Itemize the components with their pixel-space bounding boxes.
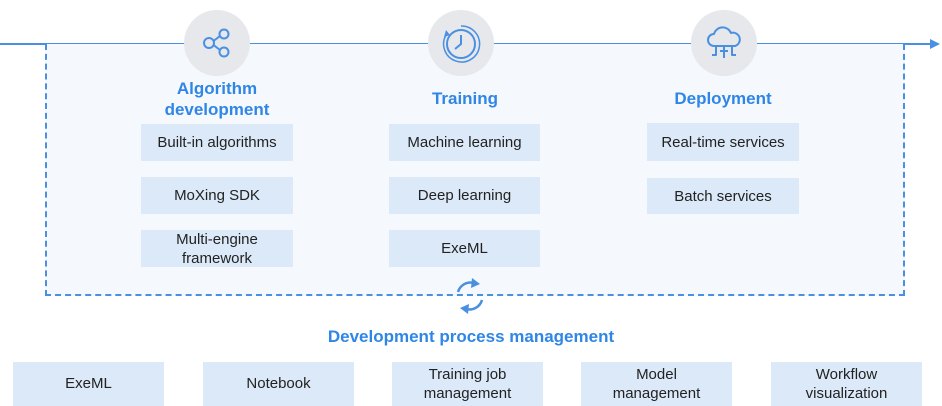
mgmt-item-model-management: Model management <box>581 362 732 406</box>
cloud-icon <box>691 10 757 76</box>
item-moxing-sdk: MoXing SDK <box>141 177 293 214</box>
column-title-deployment: Deployment <box>674 89 772 108</box>
management-title: Development process management <box>327 327 615 346</box>
clock-icon <box>428 10 494 76</box>
mgmt-item-notebook: Notebook <box>203 362 354 406</box>
item-deep-learning: Deep learning <box>389 177 540 214</box>
mgmt-item-exeml: ExeML <box>13 362 164 406</box>
item-exeml-training: ExeML <box>389 230 540 267</box>
item-built-in-algorithms: Built-in algorithms <box>141 124 293 161</box>
item-batch-services: Batch services <box>647 178 799 214</box>
mgmt-item-workflow-visualization: Workflow visualization <box>771 362 922 406</box>
cycle-icon <box>456 278 484 314</box>
share-nodes-icon <box>184 10 250 76</box>
column-title-training: Training <box>431 89 499 108</box>
item-multi-engine-framework: Multi-engine framework <box>141 230 293 267</box>
column-title-algorithm: Algorithm development <box>164 79 270 119</box>
item-machine-learning: Machine learning <box>389 124 540 161</box>
item-real-time-services: Real-time services <box>647 123 799 161</box>
mgmt-item-training-job-management: Training job management <box>392 362 543 406</box>
